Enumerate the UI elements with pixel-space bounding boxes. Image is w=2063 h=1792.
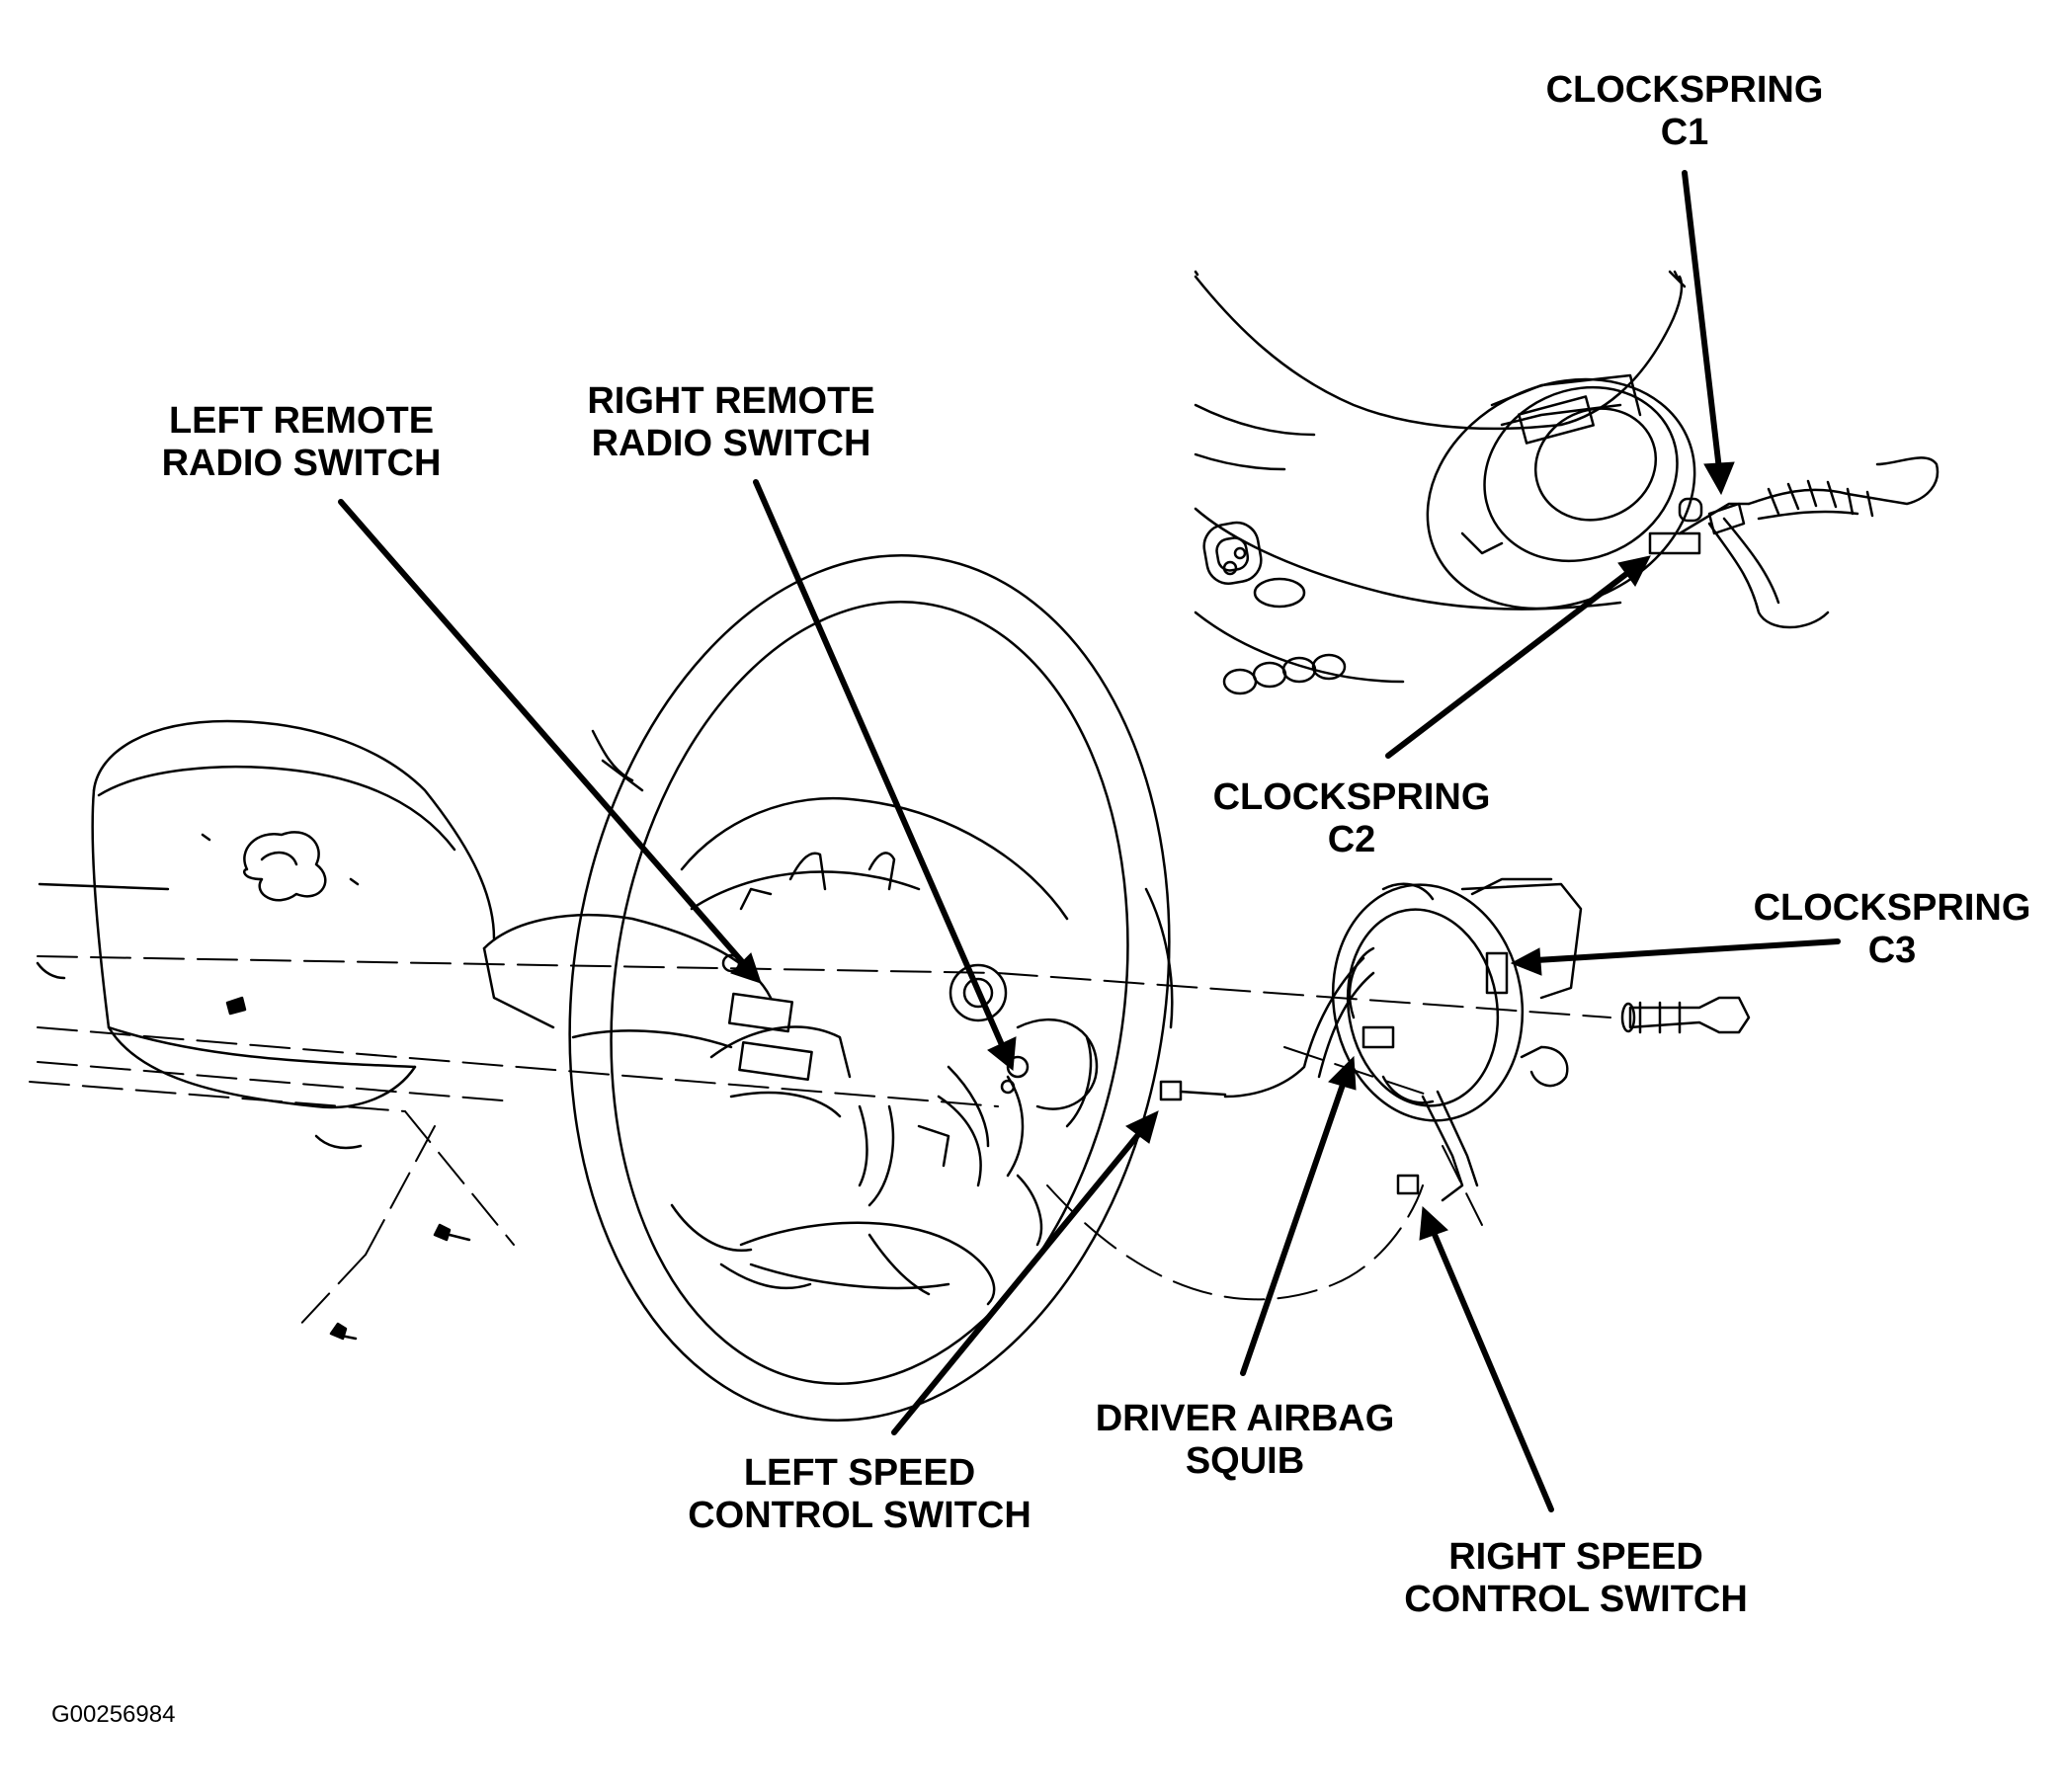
clockspring-inset [1194, 270, 1939, 695]
leader-arrows [338, 170, 1841, 1512]
label-line: DRIVER AIRBAG [1095, 1398, 1395, 1439]
label-line: RIGHT REMOTE [587, 380, 875, 422]
arrow-right-speed-control-switch [1419, 1205, 1554, 1512]
label-line: C1 [1660, 112, 1709, 153]
arrow-driver-airbag-squib [1240, 1055, 1357, 1376]
figure-id: G00256984 [51, 1701, 176, 1728]
label-line: C3 [1867, 930, 1917, 971]
label-line: RADIO SWITCH [161, 443, 442, 484]
label-clockspring-c2: CLOCKSPRING C2 [1194, 776, 1510, 861]
label-line: CLOCKSPRING [1212, 776, 1491, 818]
label-clockspring-c3: CLOCKSPRING C3 [1734, 887, 2050, 972]
label-line: RADIO SWITCH [591, 423, 871, 464]
arrow-clockspring-c1 [1682, 170, 1735, 496]
label-line: RIGHT SPEED [1448, 1536, 1703, 1578]
label-clockspring-c1: CLOCKSPRING C1 [1527, 69, 1843, 154]
label-line: CONTROL SWITCH [1404, 1579, 1748, 1620]
arrow-clockspring-c3 [1510, 938, 1841, 976]
label-driver-airbag-squib: DRIVER AIRBAG SQUIB [1087, 1398, 1403, 1483]
arrow-left-remote-radio-switch [338, 499, 762, 984]
label-right-remote-radio-switch: RIGHT REMOTE RADIO SWITCH [563, 380, 899, 465]
arrow-right-remote-radio-switch [753, 479, 1017, 1071]
label-line: LEFT SPEED [743, 1452, 976, 1494]
label-line: C2 [1327, 819, 1376, 860]
alignment-lines [29, 955, 1611, 1330]
arrow-clockspring-c2 [1385, 555, 1651, 759]
fasteners [329, 1223, 471, 1341]
label-left-remote-radio-switch: LEFT REMOTE RADIO SWITCH [133, 400, 469, 485]
airbag-module [36, 719, 496, 1150]
label-line: SQUIB [1185, 1440, 1305, 1482]
arrow-left-speed-control-switch [891, 1110, 1159, 1435]
label-right-speed-control-switch: RIGHT SPEED CONTROL SWITCH [1388, 1536, 1764, 1621]
label-line: LEFT REMOTE [168, 400, 435, 442]
label-line: CONTROL SWITCH [688, 1495, 1032, 1536]
label-left-speed-control-switch: LEFT SPEED CONTROL SWITCH [672, 1452, 1047, 1537]
steering-wheel [482, 554, 1174, 1422]
clockspring [1159, 877, 1751, 1202]
label-line: CLOCKSPRING [1753, 887, 2031, 929]
label-line: CLOCKSPRING [1545, 69, 1824, 111]
